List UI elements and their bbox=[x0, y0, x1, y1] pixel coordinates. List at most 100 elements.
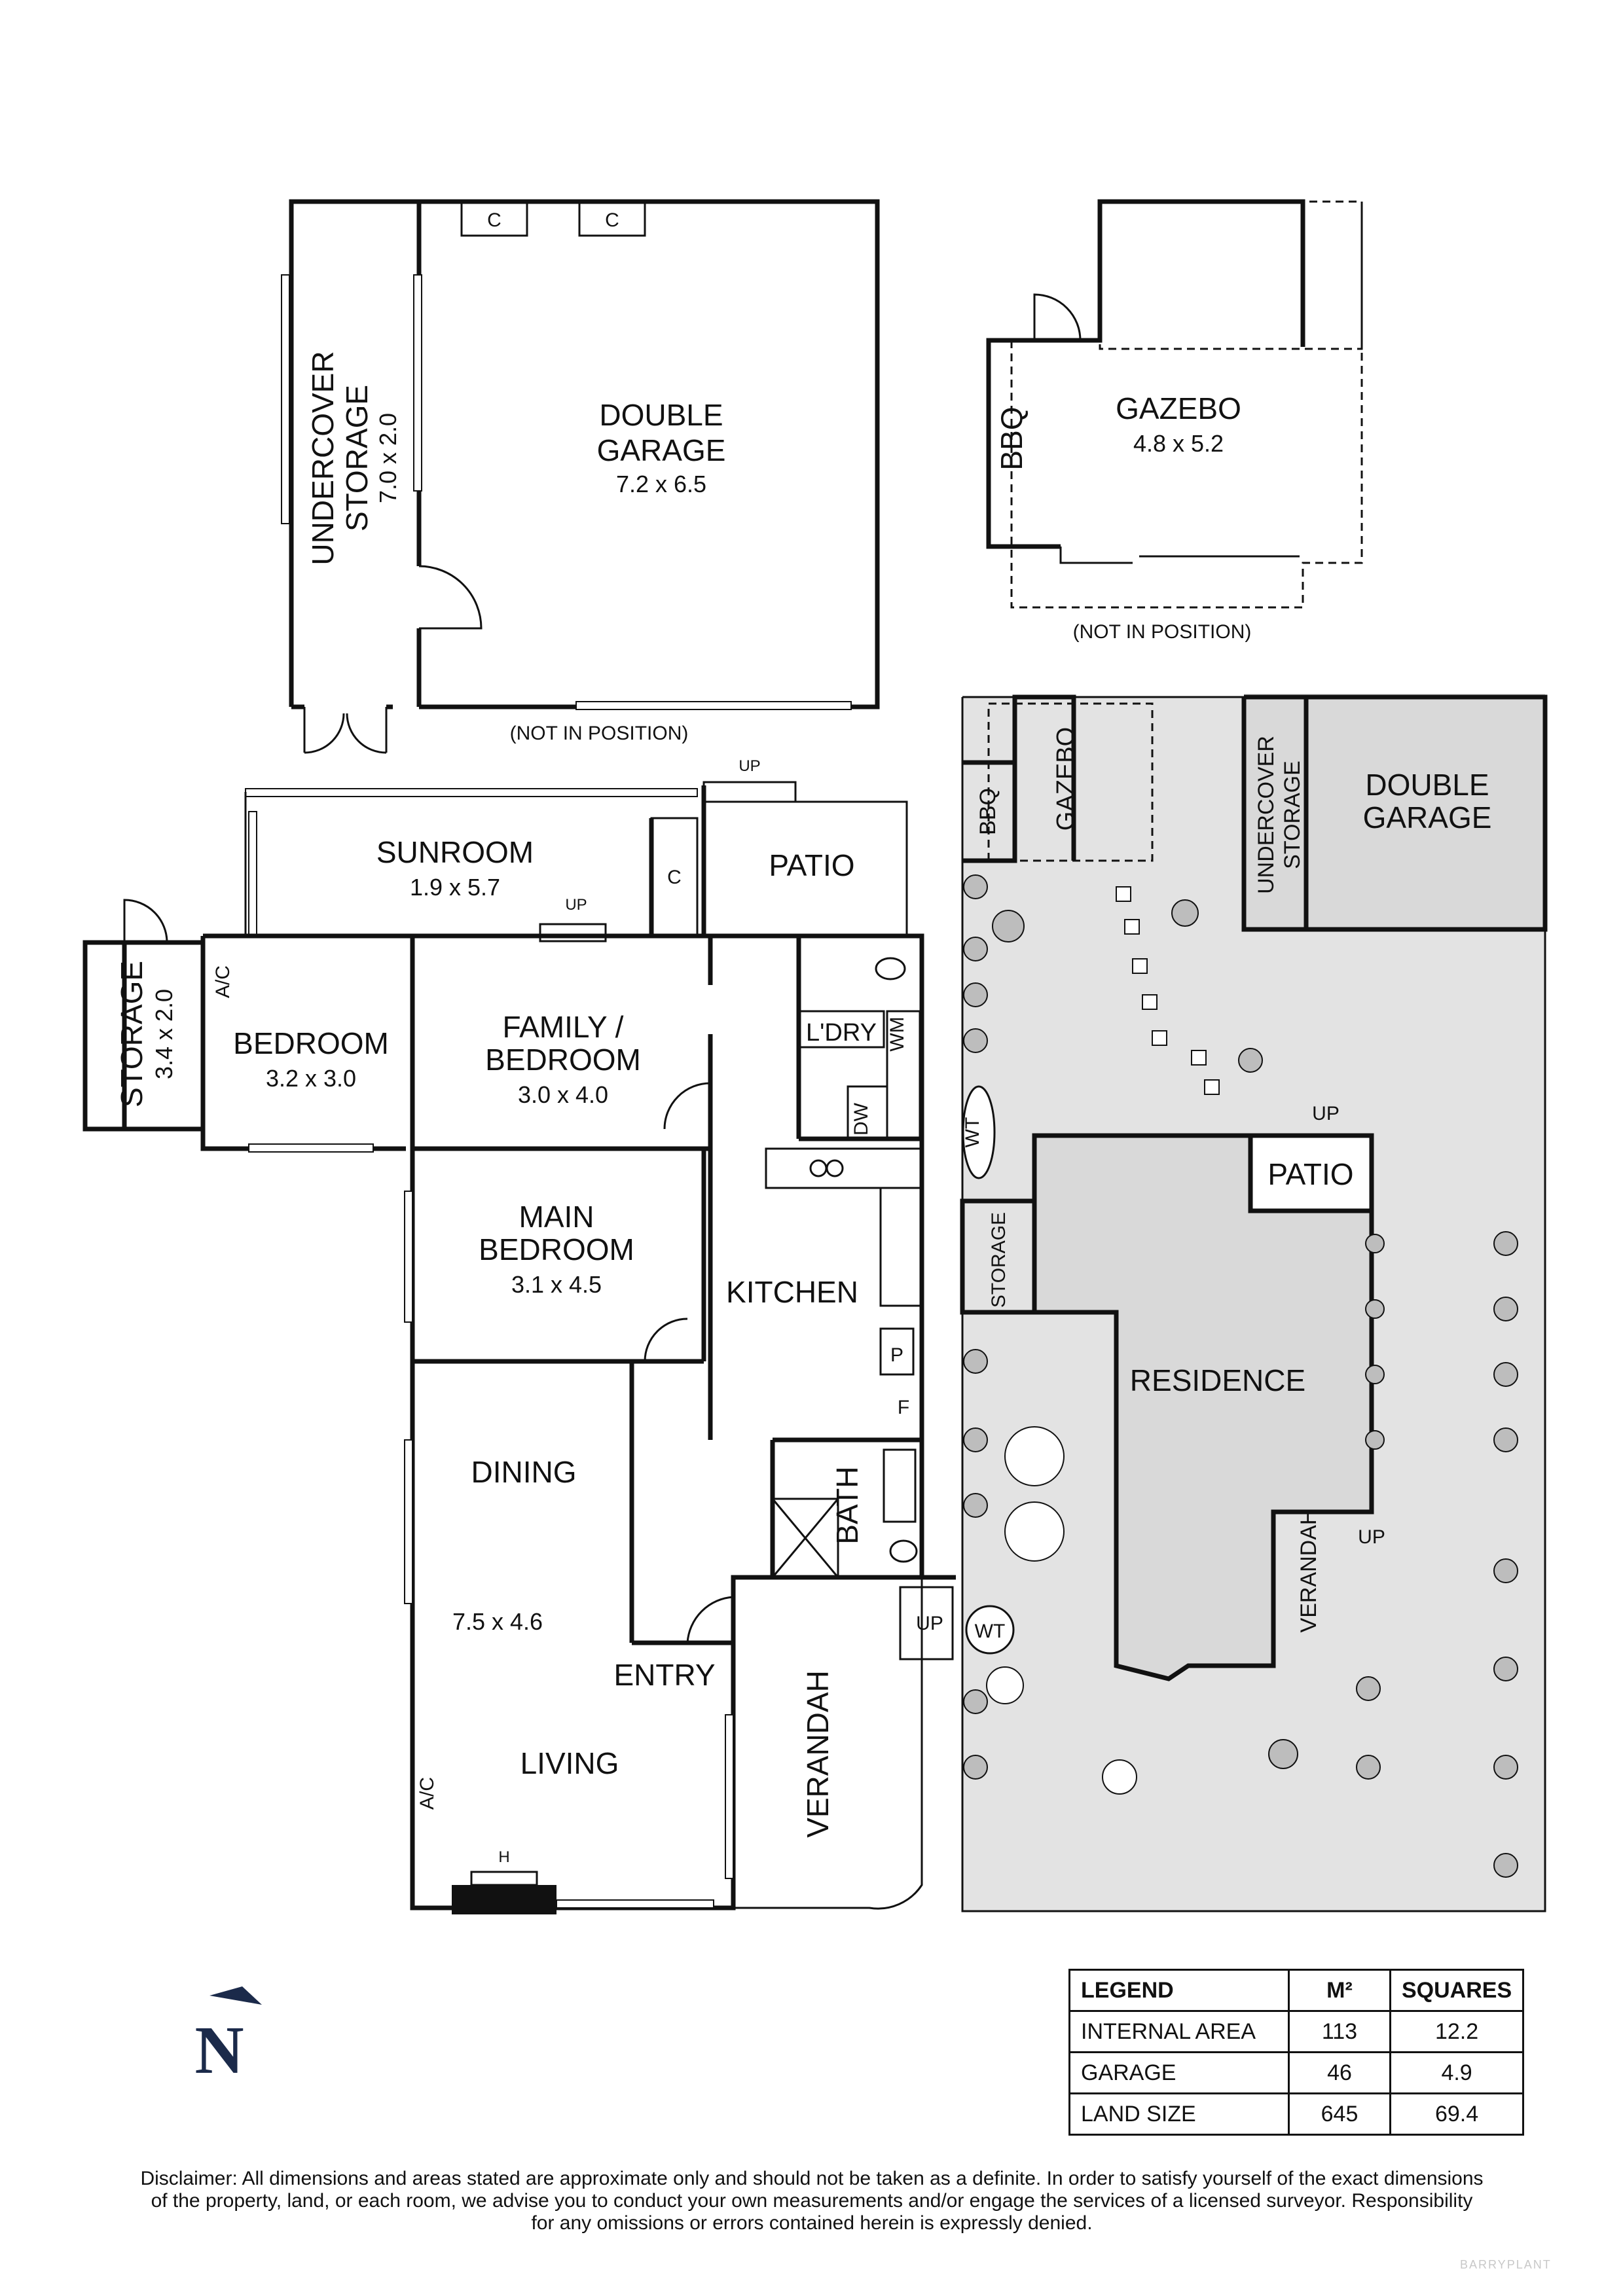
storage-label: STORAGE bbox=[115, 961, 149, 1107]
legend-row-m2: 46 bbox=[1288, 2051, 1391, 2094]
patio-up: UP bbox=[739, 757, 760, 775]
sunroom-size: 1.9 x 5.7 bbox=[410, 874, 500, 901]
gazebo-not-in-position: (NOT IN POSITION) bbox=[1073, 621, 1252, 643]
legend-row-m2: 645 bbox=[1288, 2092, 1391, 2136]
disclaimer-line: Disclaimer: All dimensions and areas sta… bbox=[140, 2168, 1484, 2189]
undercover-storage-label-2: STORAGE bbox=[340, 385, 374, 531]
garage-closet-2-label: C bbox=[605, 209, 619, 231]
bedroom-ac: A/C bbox=[212, 965, 234, 998]
dw-label: DW bbox=[850, 1102, 872, 1136]
legend-header-label: LEGEND bbox=[1068, 1969, 1290, 2012]
gazebo-label: GAZEBO bbox=[1116, 391, 1241, 425]
family-bedroom-label-1: FAMILY / bbox=[503, 1010, 624, 1044]
verandah-label: VERANDAH bbox=[801, 1670, 835, 1838]
garage-closet-2 bbox=[578, 200, 646, 237]
fridge-label: F bbox=[898, 1397, 909, 1418]
site-water-tank-label: WT bbox=[962, 1117, 983, 1148]
site-undercover-label-1: UNDERCOVER bbox=[1254, 736, 1279, 894]
main-bedroom-size: 3.1 x 4.5 bbox=[511, 1271, 602, 1298]
tree-2 bbox=[1004, 1501, 1065, 1562]
main-bedroom-label-2: BEDROOM bbox=[479, 1232, 634, 1266]
garage-closet-1 bbox=[460, 200, 528, 237]
garage-door bbox=[575, 701, 852, 710]
living-label: LIVING bbox=[520, 1746, 619, 1780]
double-garage-size: 7.2 x 6.5 bbox=[616, 471, 706, 497]
legend-row-squares: 4.9 bbox=[1389, 2051, 1525, 2094]
gazebo-building: GAZEBO 4.8 x 5.2 BBQ (NOT IN POSITION) bbox=[986, 199, 1363, 643]
garage-building: C C DOUBLE GARAGE 7.2 x 6.5 UNDERCOVER S… bbox=[281, 199, 880, 754]
tree-3 bbox=[986, 1666, 1024, 1704]
entry-label: ENTRY bbox=[613, 1658, 715, 1692]
sunroom-up: UP bbox=[565, 896, 587, 914]
family-bedroom-size: 3.0 x 4.0 bbox=[518, 1081, 608, 1108]
site-bbq-label: BBQ bbox=[976, 788, 1000, 835]
main-bedroom-door bbox=[644, 1318, 688, 1362]
legend-row-label: LAND SIZE bbox=[1068, 2092, 1290, 2136]
watermark: BARRYPLANT bbox=[1460, 2258, 1552, 2271]
site-gazebo-label: GAZEBO bbox=[1052, 727, 1080, 831]
storage-window bbox=[281, 274, 290, 524]
undercover-storage-label-1: UNDERCOVER bbox=[306, 351, 340, 565]
garage-closet-1-label: C bbox=[487, 209, 501, 231]
kitchen-label: KITCHEN bbox=[726, 1275, 858, 1309]
gazebo-size: 4.8 x 5.2 bbox=[1133, 430, 1224, 457]
gazebo-door bbox=[1033, 293, 1082, 341]
double-garage-label-2: GARAGE bbox=[597, 433, 726, 467]
laundry-label: L'DRY bbox=[806, 1019, 877, 1047]
legend-row-squares: 12.2 bbox=[1389, 2010, 1525, 2053]
verandah-up: UP bbox=[916, 1613, 943, 1634]
site-verandah-label: VERANDAH bbox=[1296, 1509, 1321, 1633]
legend-row-garage: GARAGE 46 4.9 bbox=[1068, 2051, 1525, 2094]
dining-label: DINING bbox=[471, 1455, 577, 1489]
undercover-storage-size: 7.0 x 2.0 bbox=[374, 413, 401, 503]
living-size: 7.5 x 4.6 bbox=[452, 1608, 543, 1635]
disclaimer-line: for any omissions or errors contained he… bbox=[531, 2212, 1093, 2234]
storage-door-right bbox=[346, 707, 388, 754]
north-compass: N bbox=[190, 1986, 282, 2088]
legend-row-m2: 113 bbox=[1288, 2010, 1391, 2053]
family-bedroom-door bbox=[663, 1082, 711, 1130]
disclaimer-line: of the property, land, or each room, we … bbox=[151, 2190, 1473, 2212]
legend-row-label: GARAGE bbox=[1068, 2051, 1290, 2094]
site-patio-label: PATIO bbox=[1267, 1157, 1353, 1191]
heater-label: H bbox=[498, 1848, 509, 1866]
internal-window bbox=[413, 274, 422, 492]
verandah-water-tank-label: WT bbox=[975, 1621, 1006, 1642]
site-patio-up: UP bbox=[1312, 1103, 1340, 1124]
bedroom-size: 3.2 x 3.0 bbox=[266, 1065, 356, 1092]
legend-row-land: LAND SIZE 645 69.4 bbox=[1068, 2092, 1525, 2136]
tree-1 bbox=[1004, 1426, 1065, 1486]
bbq-label: BBQ bbox=[994, 406, 1029, 470]
heater bbox=[452, 1885, 556, 1914]
bath-label: BATH bbox=[830, 1466, 864, 1544]
storage-door-left bbox=[303, 707, 345, 754]
main-bedroom-label-1: MAIN bbox=[519, 1200, 594, 1234]
site-garage-label-2: GARAGE bbox=[1363, 800, 1492, 834]
sunroom-closet-label: C bbox=[667, 867, 682, 888]
disclaimer: Disclaimer: All dimensions and areas sta… bbox=[72, 2168, 1552, 2234]
site-storage-label: STORAGE bbox=[988, 1212, 1010, 1308]
site-plan: BBQ GAZEBO UNDERCOVER STORAGE DOUBLE GAR… bbox=[960, 694, 1548, 1912]
legend-header-squares: SQUARES bbox=[1389, 1969, 1525, 2012]
bedroom-label: BEDROOM bbox=[233, 1026, 389, 1060]
legend-row-internal: INTERNAL AREA 113 12.2 bbox=[1068, 2010, 1525, 2053]
legend-header-row: LEGEND M² SQUARES bbox=[1068, 1969, 1525, 2012]
north-letter: N bbox=[194, 2013, 244, 2088]
storage-door bbox=[123, 899, 168, 943]
legend-row-squares: 69.4 bbox=[1389, 2092, 1525, 2136]
garage-not-in-position: (NOT IN POSITION) bbox=[510, 723, 689, 744]
site-garage-label-1: DOUBLE bbox=[1365, 768, 1489, 802]
living-ac: A/C bbox=[416, 1777, 438, 1810]
tree-4 bbox=[1102, 1759, 1137, 1795]
family-bedroom-label-2: BEDROOM bbox=[485, 1043, 641, 1077]
house-floorplan: C SUNROOM 1.9 x 5.7 UP UP PATIO STORAGE … bbox=[82, 757, 956, 1914]
patio-label: PATIO bbox=[769, 848, 854, 882]
double-garage-label-1: DOUBLE bbox=[599, 398, 723, 432]
legend-header-m2: M² bbox=[1288, 1969, 1391, 2012]
entry-door bbox=[686, 1596, 734, 1643]
north-arrow-icon bbox=[210, 1986, 262, 2005]
internal-door bbox=[418, 565, 483, 630]
area-legend-table: LEGEND M² SQUARES INTERNAL AREA 113 12.2… bbox=[1068, 1969, 1525, 2136]
residence-label: RESIDENCE bbox=[1130, 1363, 1305, 1397]
